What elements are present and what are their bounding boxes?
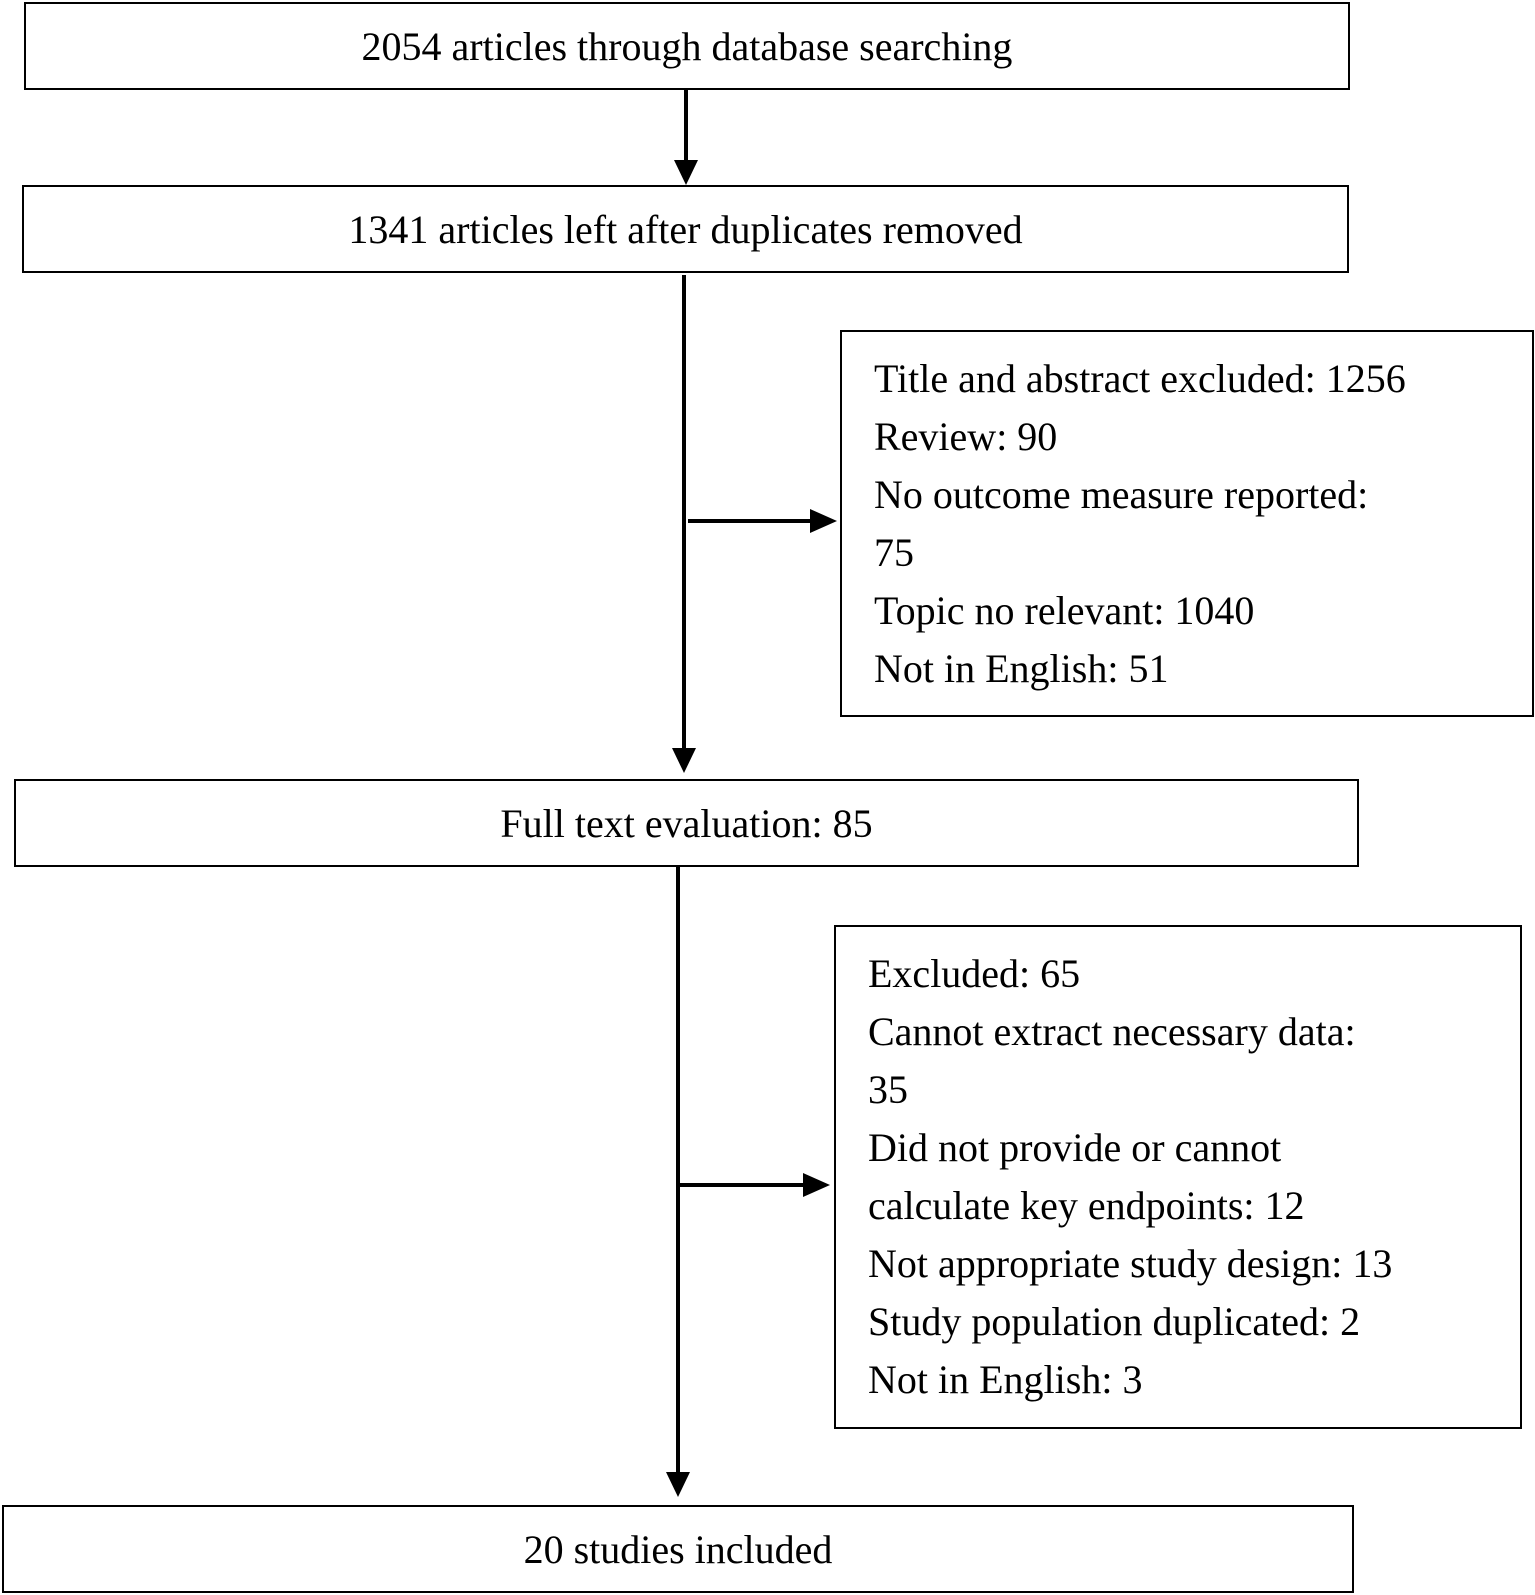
exclusion2-line: Cannot extract necessary data:: [868, 1009, 1356, 1054]
exclusion2-line: calculate key endpoints: 12: [868, 1183, 1305, 1228]
exclusion1-line: Not in English: 51: [874, 646, 1169, 691]
box-database-search-text: 2054 articles through database searching: [361, 23, 1013, 69]
exclusion2-line: Excluded: 65: [868, 951, 1081, 996]
box-full-text-evaluation: Full text evaluation: 85: [14, 779, 1359, 867]
box-exclusion-full-text: Excluded: 65 Cannot extract necessary da…: [834, 925, 1522, 1429]
exclusion1-line: No outcome measure reported:: [874, 472, 1369, 517]
box-duplicates-removed-text: 1341 articles left after duplicates remo…: [348, 206, 1023, 252]
exclusion2-line: 35: [868, 1067, 908, 1112]
exclusion2-line: Not appropriate study design: 13: [868, 1241, 1393, 1286]
exclusion1-line: Review: 90: [874, 414, 1058, 459]
exclusion2-line: Not in English: 3: [868, 1357, 1143, 1402]
box-exclusion-title-abstract: Title and abstract excluded: 1256 Review…: [840, 330, 1534, 717]
exclusion1-line: 75: [874, 530, 914, 575]
exclusion1-line: Title and abstract excluded: 1256: [874, 356, 1406, 401]
box-studies-included: 20 studies included: [2, 1505, 1354, 1593]
arrow-step3-to-step4: [666, 867, 690, 1497]
box-database-search: 2054 articles through database searching: [24, 2, 1350, 90]
arrow-to-exclusion1: [688, 509, 837, 533]
box-studies-included-text: 20 studies included: [523, 1526, 833, 1572]
arrow-step1-to-step2: [674, 90, 698, 185]
exclusion2-line: Study population duplicated: 2: [868, 1299, 1361, 1344]
arrow-to-exclusion2: [679, 1173, 830, 1197]
exclusion2-line: Did not provide or cannot: [868, 1125, 1282, 1170]
box-full-text-evaluation-text: Full text evaluation: 85: [500, 800, 873, 846]
exclusion1-line: Topic no relevant: 1040: [874, 588, 1255, 633]
box-duplicates-removed: 1341 articles left after duplicates remo…: [22, 185, 1349, 273]
arrow-step2-to-step3: [672, 275, 696, 773]
